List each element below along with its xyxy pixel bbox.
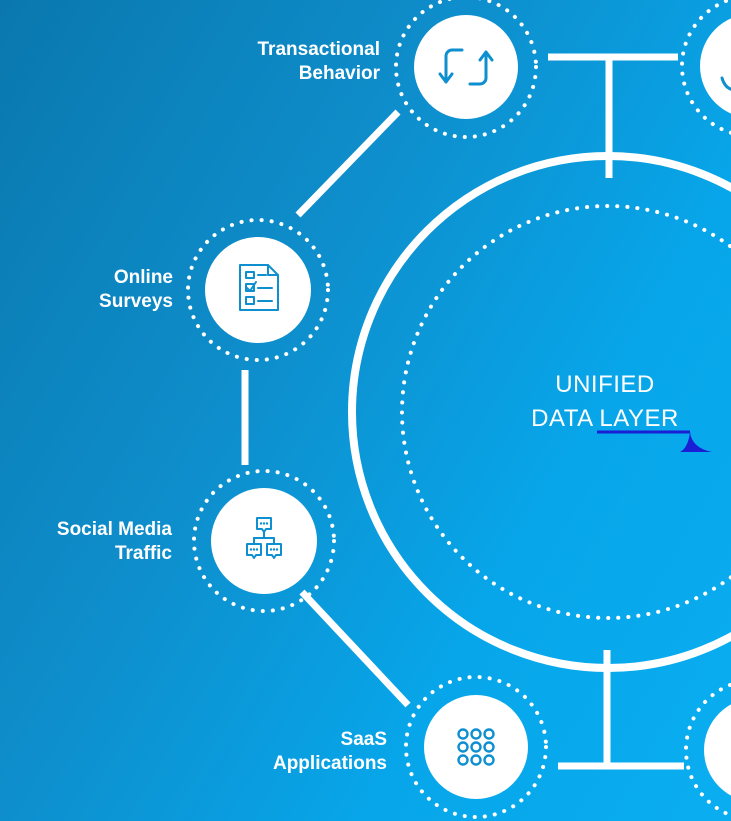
app-grid-icon — [457, 728, 495, 766]
center-title-line-2: DATA LAYER — [531, 405, 679, 432]
partial-icon — [720, 76, 731, 91]
dotted-ring — [186, 218, 330, 362]
center-title-line-1: UNIFIED — [555, 371, 655, 398]
node-disc — [424, 695, 528, 799]
node-disc — [704, 704, 731, 796]
label-line-2: Surveys — [99, 291, 173, 312]
label-saas-applications: SaaS Applications — [273, 728, 387, 776]
connector-social-saas — [299, 589, 411, 708]
node-saas-applications — [404, 675, 548, 819]
dotted-ring — [404, 675, 548, 819]
label-line-2: Traffic — [114, 543, 172, 564]
label-social-media-traffic: Social Media Traffic — [57, 518, 172, 566]
label-line-1: Transactional — [257, 39, 381, 60]
node-disc — [700, 18, 731, 114]
chat-network-icon — [246, 517, 282, 559]
refresh-icon — [438, 48, 494, 86]
label-line-1: SaaS — [340, 729, 387, 750]
outer-ring — [348, 152, 731, 672]
label-line-1: Online — [113, 267, 173, 288]
connector-transactional-surveys — [295, 109, 401, 218]
node-transactional-behavior — [394, 0, 538, 139]
node-partial-top-right — [680, 0, 731, 135]
label-online-surveys: Online Surveys — [99, 266, 173, 314]
label-line-2: Applications — [272, 753, 387, 774]
node-online-surveys — [186, 218, 330, 362]
text-cursor-mark — [597, 430, 712, 452]
node-disc — [205, 237, 311, 343]
label-line-1: Social Media — [56, 519, 172, 540]
node-partial-bottom-right — [684, 682, 731, 818]
chat-dots — [249, 522, 279, 551]
node-disc — [211, 488, 317, 594]
dotted-ring — [394, 0, 538, 139]
dotted-ring — [192, 469, 336, 613]
label-transactional-behavior: Transactional Behavior — [258, 38, 381, 86]
inner-dotted-ring — [400, 204, 731, 620]
node-social-media-traffic — [192, 469, 336, 613]
node-disc — [414, 15, 518, 119]
unified-data-layer-circle — [348, 152, 731, 672]
checklist-icon — [239, 264, 279, 311]
label-line-2: Behavior — [298, 63, 380, 84]
center-title: UNIFIED DATA LAYER — [480, 368, 730, 436]
